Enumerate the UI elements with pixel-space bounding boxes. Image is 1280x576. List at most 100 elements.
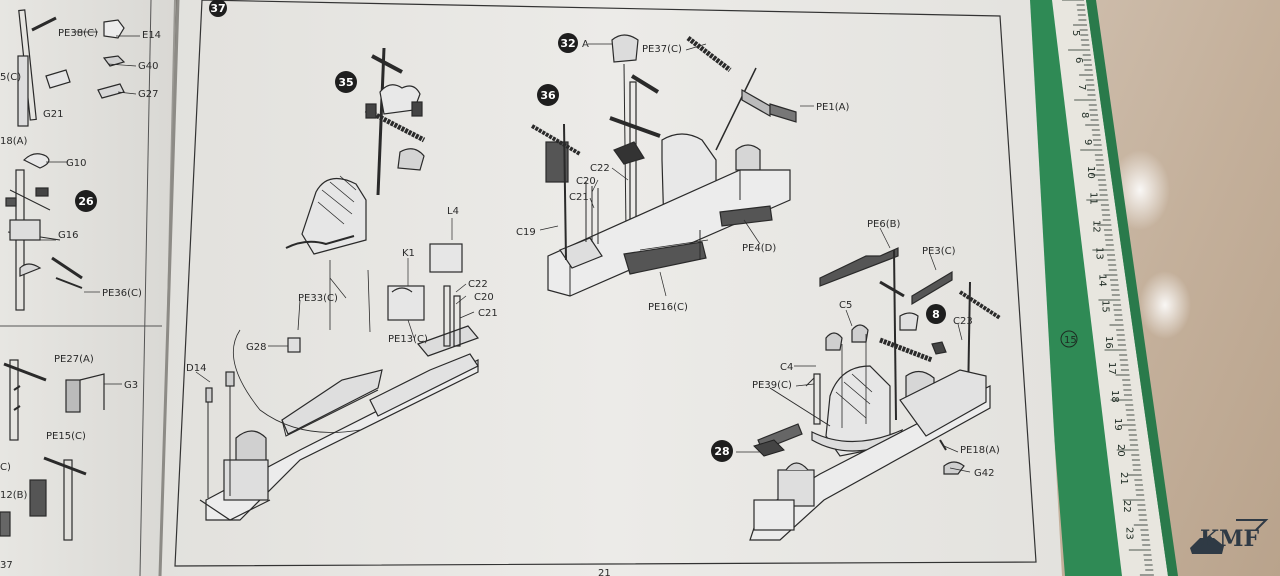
part-label: 5(C) <box>0 72 21 83</box>
ruler: 5 6 7 8 9 10 11 12 13 14 15 16 17 18 19 20 21 22 23 15 <box>1020 0 1178 576</box>
part-label: C19 <box>516 227 536 238</box>
part-label: L4 <box>447 206 459 217</box>
logo-text: KMF <box>1200 526 1259 552</box>
step-number-text: 36 <box>540 89 556 102</box>
part-label: G10 <box>66 158 86 169</box>
page-number: 21 <box>598 568 611 576</box>
part-label: PE38(C) <box>58 28 98 39</box>
leader-lines <box>20 31 971 473</box>
part-label: PE15(C) <box>46 431 86 442</box>
part-28 <box>753 439 785 457</box>
part-label: 37 <box>0 560 13 571</box>
part-label: C21 <box>569 192 589 203</box>
ruler-number: 20 <box>1115 444 1126 457</box>
part-label: G3 <box>124 380 138 391</box>
ruler-number: 16 <box>1103 336 1114 349</box>
part-label: PE18(A) <box>960 445 1000 456</box>
step-32-36-line-art <box>530 34 797 297</box>
ruler-number: 12 <box>1091 220 1102 233</box>
part-label: PE6(B) <box>867 219 900 230</box>
part-label: PE4(D) <box>742 243 776 254</box>
part-label: PE16(C) <box>648 302 688 313</box>
part-label: D14 <box>186 363 206 374</box>
ruler-circle-number: 15 <box>1064 335 1077 346</box>
ruler-number: 15 <box>1099 300 1110 313</box>
step-number-circle <box>537 84 559 106</box>
ruler-number: 14 <box>1096 274 1107 287</box>
step-number-circle <box>335 71 357 93</box>
left-page-line-art <box>0 9 126 541</box>
ruler-number: 8 <box>1079 112 1090 118</box>
part-label: G28 <box>246 342 266 353</box>
step-8-28-line-art <box>749 247 1002 541</box>
part-label: 18(A) <box>0 136 27 147</box>
part-label: A <box>582 39 589 50</box>
step-number-text: 26 <box>78 195 94 208</box>
step-35-line-art <box>199 47 480 521</box>
part-label: C5 <box>839 300 852 311</box>
ruler-number: 6 <box>1073 57 1084 63</box>
step-number-text: 35 <box>338 76 353 89</box>
part-label: G27 <box>138 89 158 100</box>
part-label: PE33(C) <box>298 293 338 304</box>
part-label: PE1(A) <box>816 102 849 113</box>
ruler-circle <box>1060 330 1078 348</box>
part-label: C) <box>0 462 11 473</box>
step-number-text: 28 <box>714 445 729 458</box>
part-label: PE13(C) <box>388 334 428 345</box>
step-number-text: 8 <box>932 308 940 321</box>
part-label: C20 <box>474 292 494 303</box>
ruler-number: 13 <box>1094 247 1105 260</box>
part-label: PE39(C) <box>752 380 792 391</box>
ruler-number: 21 <box>1118 472 1129 485</box>
part-label: K1 <box>402 248 415 259</box>
step-number: 26 <box>75 190 97 212</box>
part-label: G16 <box>58 230 78 241</box>
kmf-logo: KMF <box>1190 519 1269 554</box>
ruler-number: 18 <box>1109 390 1120 403</box>
part-label: C20 <box>576 176 596 187</box>
step-number: 37 <box>209 0 227 17</box>
part-label: PE36(C) <box>102 288 142 299</box>
ruler-number: 5 <box>1070 30 1081 36</box>
step-number: 8 <box>926 304 946 324</box>
ruler-number: 7 <box>1076 84 1087 90</box>
part-label: G40 <box>138 61 158 72</box>
part-label: PE37(C) <box>642 44 682 55</box>
part-label: PE3(C) <box>922 246 956 257</box>
step-number-text: 37 <box>210 2 225 15</box>
step-number-circle <box>711 440 733 462</box>
light-glare <box>1139 271 1191 339</box>
step-numbers: 37 35 32 36 26 8 28 <box>75 0 946 462</box>
step-number-circle <box>75 190 97 212</box>
part-label: C23 <box>953 316 973 327</box>
part-label: C4 <box>780 362 793 373</box>
ruler-number: 10 <box>1085 166 1096 179</box>
step-number: 36 <box>537 84 559 106</box>
step-number-circle <box>926 304 946 324</box>
part-label: PE27(A) <box>54 354 94 365</box>
step-number-text: 32 <box>560 37 575 50</box>
part-label: G42 <box>974 468 994 479</box>
step-number: 32 <box>558 33 578 53</box>
part-label: E14 <box>142 30 161 41</box>
ruler-number: 23 <box>1124 527 1135 540</box>
part-label: C21 <box>478 308 498 319</box>
step-number-circle <box>209 0 227 17</box>
part-label: 12(B) <box>0 490 27 501</box>
ruler-number: 9 <box>1082 139 1093 145</box>
ruler-number: 22 <box>1121 500 1132 513</box>
part-label: C22 <box>468 279 488 290</box>
step-number-circle <box>558 33 578 53</box>
part-label: G21 <box>43 109 63 120</box>
step-number: 35 <box>335 71 357 93</box>
ruler-number: 19 <box>1112 418 1123 431</box>
page-border <box>174 0 1037 567</box>
ruler-number: 11 <box>1088 192 1099 205</box>
step-number: 28 <box>711 440 733 462</box>
ruler-number: 17 <box>1106 362 1117 375</box>
part-label: C22 <box>590 163 610 174</box>
